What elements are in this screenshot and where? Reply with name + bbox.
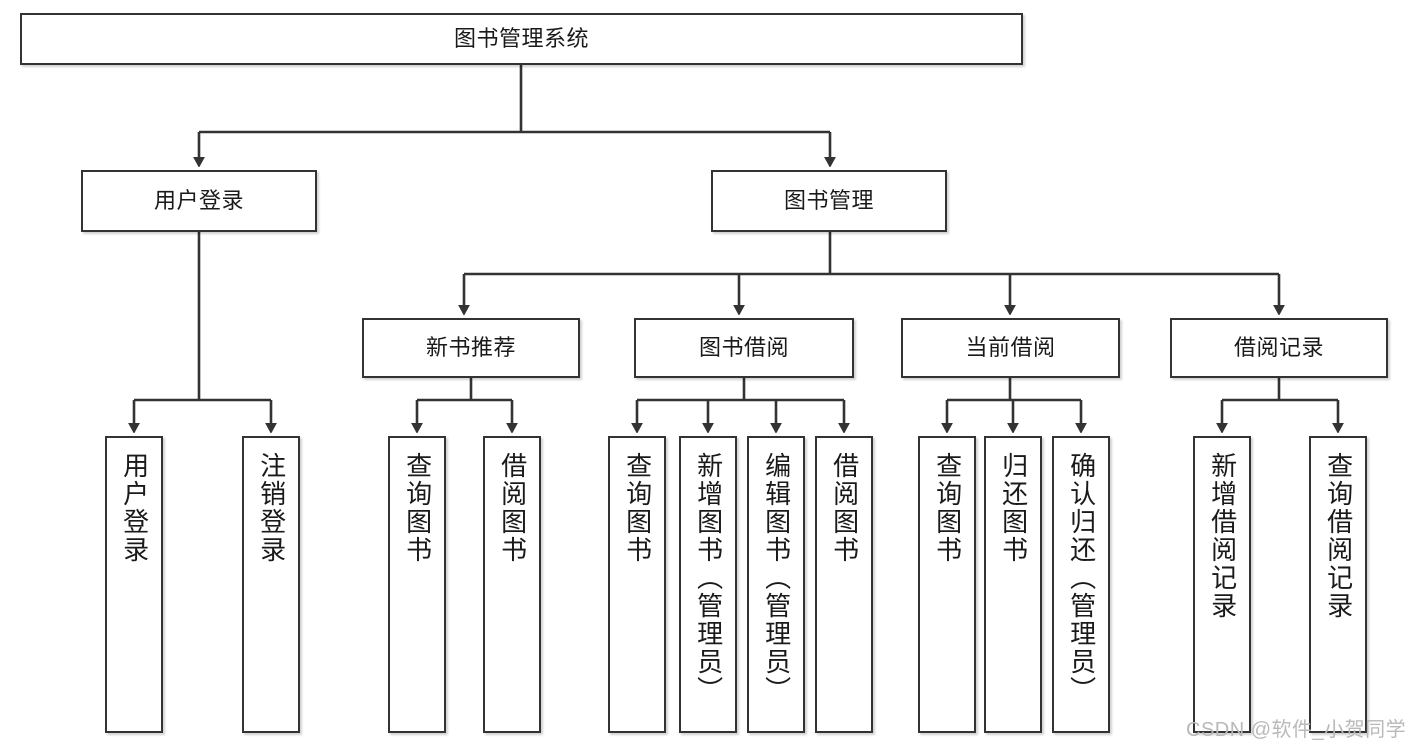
leaf-confirm-return-label: 确认归还（管理员） (1066, 452, 1097, 704)
node-borrow-record-label: 借阅记录 (1233, 335, 1324, 361)
leaf-add-book[interactable]: 新增图书（管理员） (679, 436, 737, 733)
leaf-add-record-label: 新增借阅记录 (1207, 452, 1238, 620)
leaf-logout-login[interactable]: 注销登录 (242, 436, 300, 733)
leaf-query-record-label: 查询借阅记录 (1323, 452, 1354, 620)
leaf-query-book-3-label: 查询图书 (932, 452, 963, 564)
leaf-query-book-2[interactable]: 查询图书 (608, 436, 666, 733)
leaf-borrow-book-1[interactable]: 借阅图书 (483, 436, 541, 733)
node-book-borrow-label: 图书借阅 (698, 335, 789, 361)
node-root-label: 图书管理系统 (453, 26, 589, 52)
leaf-borrow-book-2-label: 借阅图书 (829, 452, 860, 564)
csdn-watermark: CSDN @软件_小贺同学 (1186, 719, 1405, 741)
node-user-login-label: 用户登录 (153, 188, 244, 214)
node-user-login[interactable]: 用户登录 (81, 170, 317, 232)
leaf-edit-book-label: 编辑图书（管理员） (761, 452, 792, 704)
leaf-user-login-label: 用户登录 (119, 452, 150, 564)
leaf-query-book-1-label: 查询图书 (402, 452, 433, 564)
leaf-add-record[interactable]: 新增借阅记录 (1193, 436, 1251, 733)
node-book-borrow[interactable]: 图书借阅 (634, 318, 854, 378)
leaf-query-book-3[interactable]: 查询图书 (918, 436, 976, 733)
node-book-manage-label: 图书管理 (783, 188, 874, 214)
node-new-book-rec[interactable]: 新书推荐 (362, 318, 580, 378)
leaf-query-record[interactable]: 查询借阅记录 (1309, 436, 1367, 733)
node-current-borrow-label: 当前借阅 (965, 335, 1056, 361)
leaf-query-book-1[interactable]: 查询图书 (388, 436, 446, 733)
leaf-user-login[interactable]: 用户登录 (105, 436, 163, 733)
node-borrow-record[interactable]: 借阅记录 (1170, 318, 1388, 378)
leaf-borrow-book-1-label: 借阅图书 (497, 452, 528, 564)
leaf-borrow-book-2[interactable]: 借阅图书 (815, 436, 873, 733)
leaf-add-book-label: 新增图书（管理员） (693, 452, 724, 704)
node-book-manage[interactable]: 图书管理 (711, 170, 947, 232)
leaf-edit-book[interactable]: 编辑图书（管理员） (747, 436, 805, 733)
node-current-borrow[interactable]: 当前借阅 (901, 318, 1120, 378)
leaf-logout-login-label: 注销登录 (256, 452, 287, 564)
node-root[interactable]: 图书管理系统 (20, 13, 1023, 65)
leaf-query-book-2-label: 查询图书 (622, 452, 653, 564)
leaf-return-book-label: 归还图书 (998, 452, 1029, 564)
node-new-book-rec-label: 新书推荐 (425, 335, 516, 361)
leaf-confirm-return[interactable]: 确认归还（管理员） (1052, 436, 1110, 733)
leaf-return-book[interactable]: 归还图书 (984, 436, 1042, 733)
